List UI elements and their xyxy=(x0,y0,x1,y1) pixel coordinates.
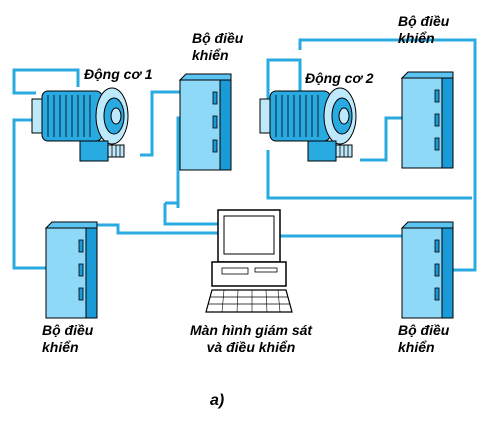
keyboard-icon xyxy=(205,289,293,313)
label-motor-1: Động cơ 1 xyxy=(84,66,153,82)
wire-motor2-to-right-bus xyxy=(266,150,472,200)
computer-monitor-icon xyxy=(211,209,287,287)
wire-motor1-to-ctrl-bottom-left xyxy=(12,118,72,270)
controller-bottom-left xyxy=(45,221,98,319)
label-controller-top-left: Bộ điều khiển xyxy=(192,30,244,63)
motor-1 xyxy=(31,87,129,162)
label-controller-top-right: Bộ điều khiển xyxy=(398,13,450,46)
wire-ctrl-bottom-left-to-monitor xyxy=(96,223,225,235)
label-motor-2: Động cơ 2 xyxy=(305,70,374,86)
wire-left-bus-to-monitor xyxy=(163,203,225,226)
label-monitor: Màn hình giám sát và điều khiển xyxy=(189,322,313,355)
wire-motor1-to-ctrl-top-left xyxy=(140,90,205,157)
controller-top-left xyxy=(179,73,232,171)
label-controller-bottom-left: Bộ điều khiển xyxy=(42,322,94,355)
controller-top-right xyxy=(401,71,454,169)
wire-motor2-top xyxy=(266,58,302,101)
figure-caption: a) xyxy=(210,392,225,409)
label-controller-bottom-right: Bộ điều khiển xyxy=(398,322,450,355)
wire-outer-loop-right xyxy=(298,38,477,272)
controller-bottom-right xyxy=(401,221,454,319)
motor-2 xyxy=(259,87,357,162)
wire-motor1-top xyxy=(12,68,80,95)
